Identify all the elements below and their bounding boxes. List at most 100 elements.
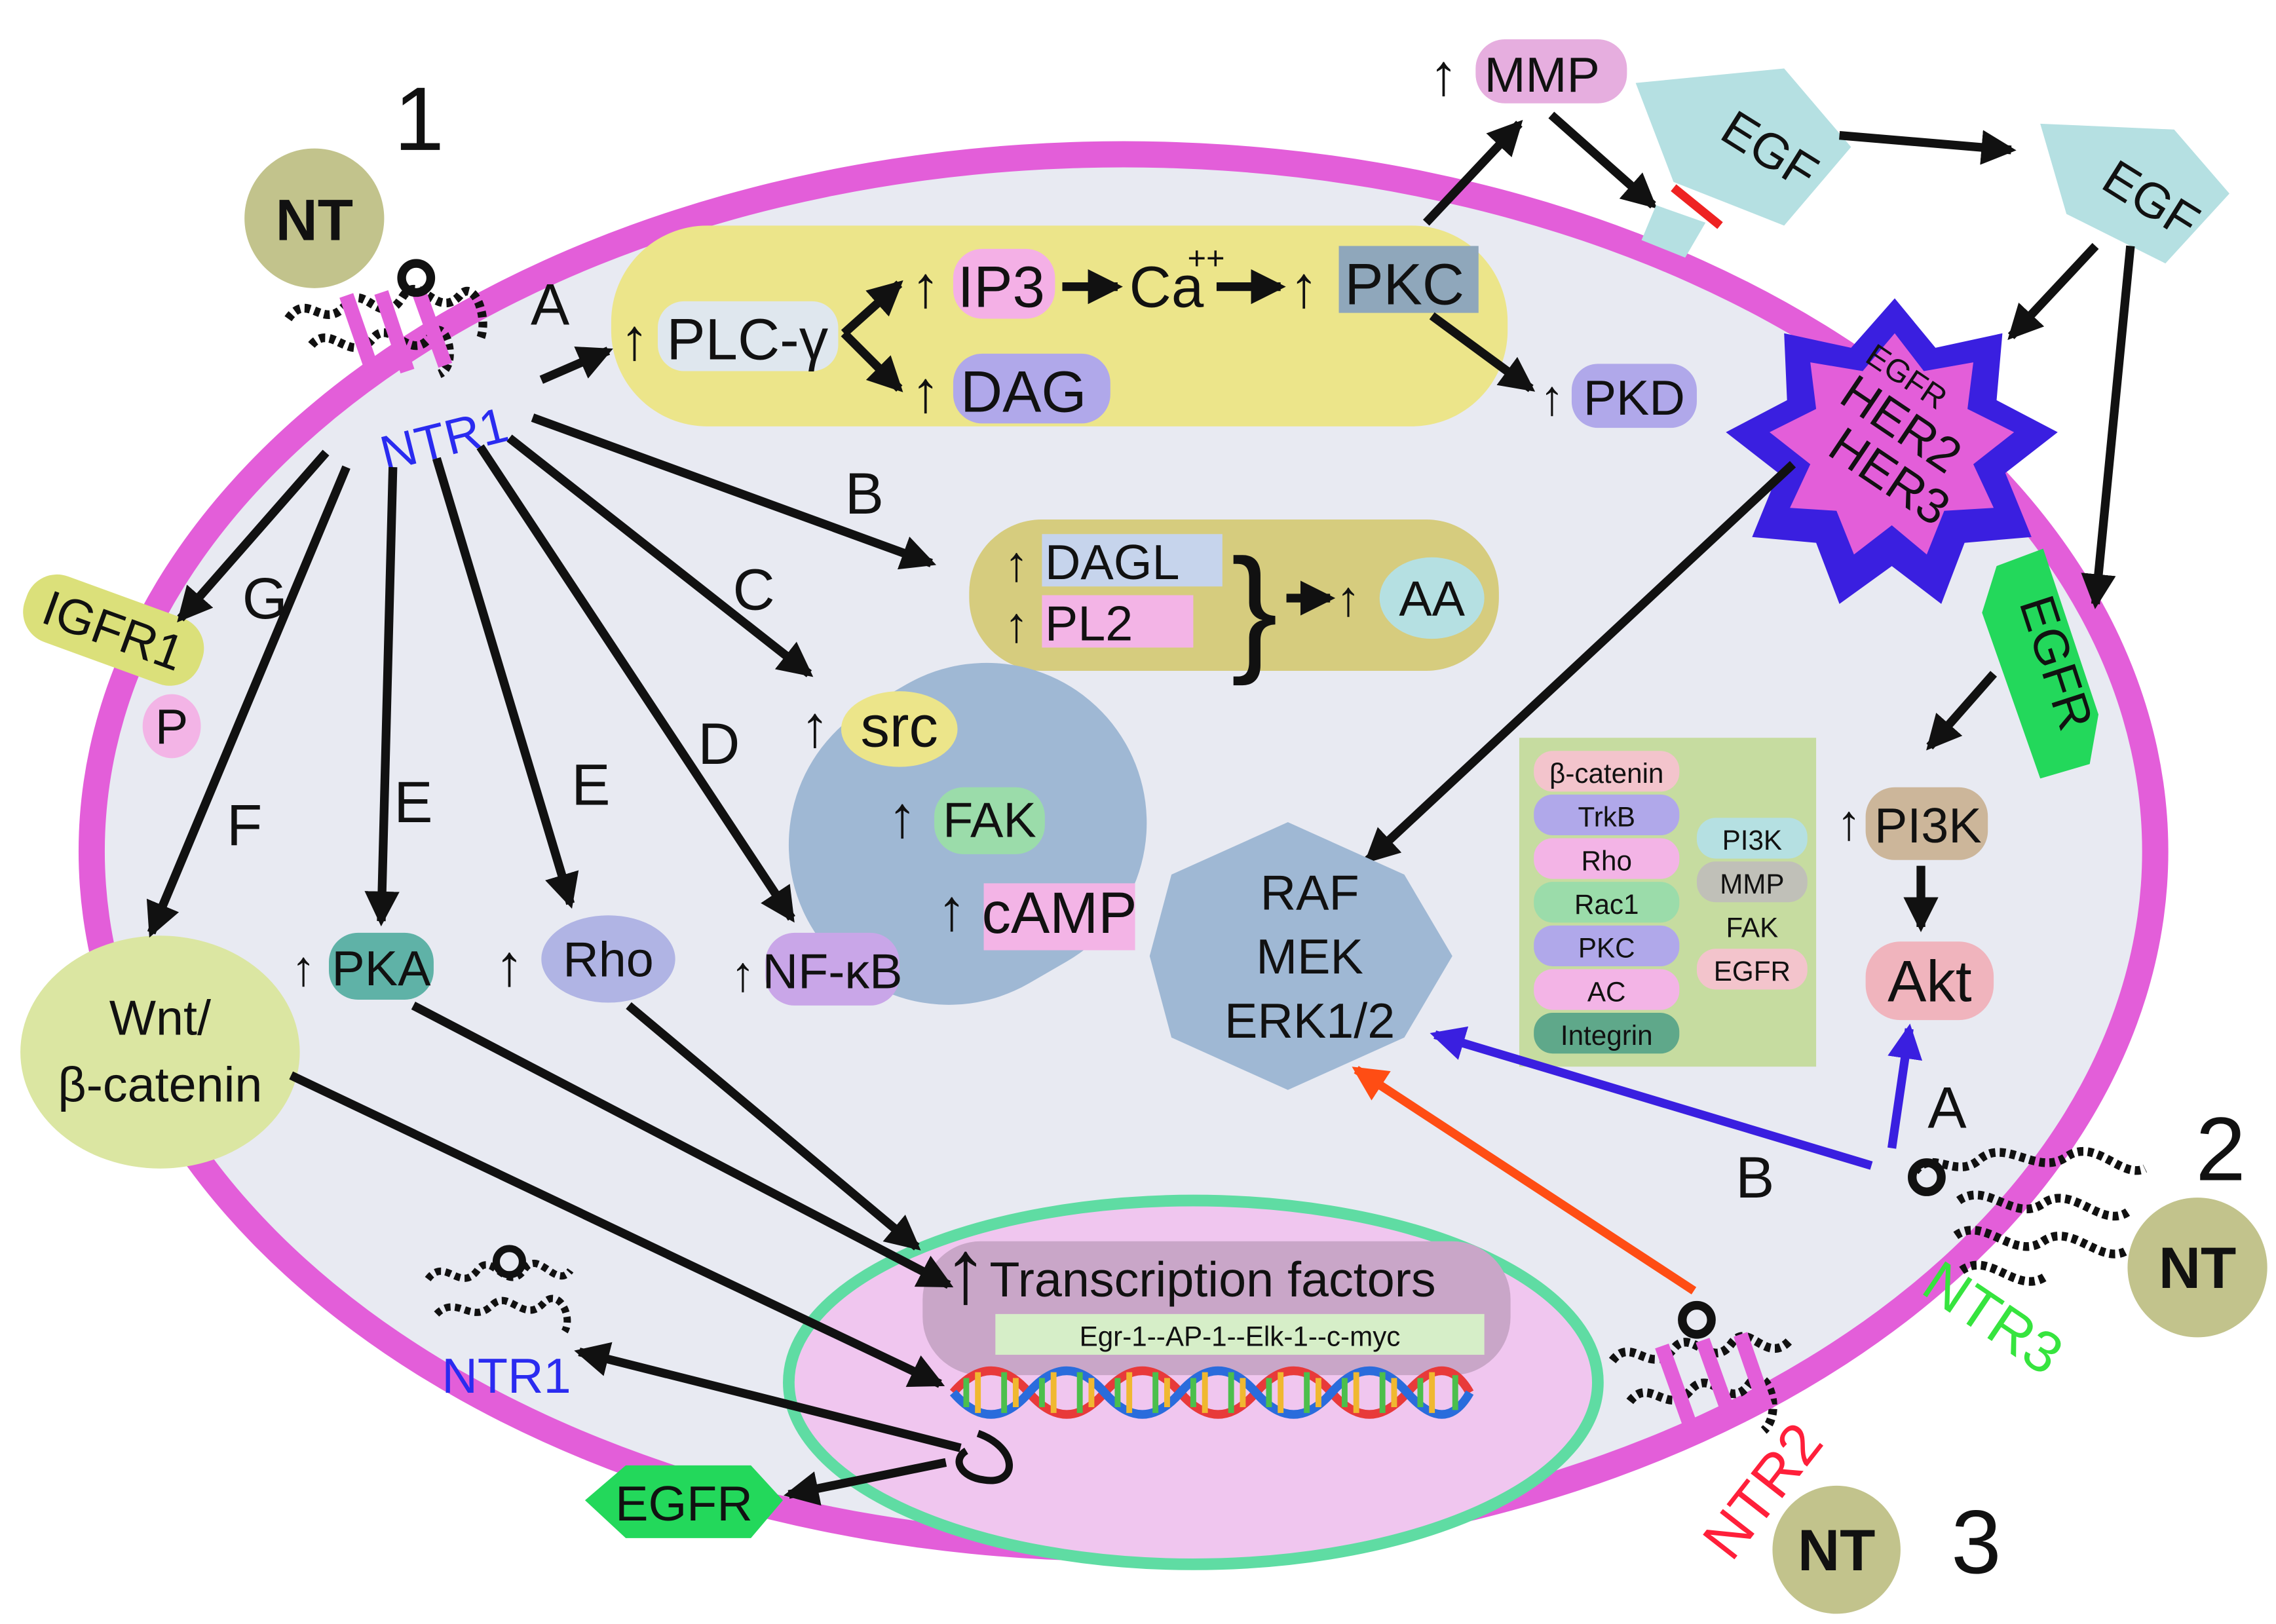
path-c-label: C — [733, 557, 775, 622]
dagl-up-arrow: ↑ — [1004, 537, 1029, 592]
effector-pill — [1534, 1013, 1680, 1054]
ip3-up-arrow: ↑ — [911, 255, 939, 320]
path-g-label: G — [242, 566, 288, 631]
effector-pill — [1534, 925, 1680, 966]
rho-box — [541, 915, 675, 1003]
receptor-number-3: 3 — [1951, 1492, 2001, 1593]
path-f-label: F — [227, 793, 262, 858]
nt-ligand-1 — [244, 148, 385, 288]
tf-list-box — [995, 1313, 1485, 1355]
pl2-label: PL2 — [1045, 596, 1133, 651]
raf-label: RAF — [1261, 865, 1359, 920]
akt-box — [1865, 941, 1994, 1021]
receptor-number-1: 1 — [394, 69, 444, 170]
effector-label: TrkB — [1578, 802, 1635, 833]
ntr3-receptor-icon — [1908, 1146, 2148, 1286]
nt-ligand-2 — [2127, 1198, 2267, 1338]
effector-label: AC — [1587, 976, 1626, 1007]
pi3k-up-arrow: ↑ — [1836, 796, 1861, 851]
src-label: src — [861, 694, 938, 759]
ip3-label: IP3 — [958, 255, 1045, 320]
path-d-label: D — [698, 711, 740, 776]
dag-up-arrow: ↑ — [911, 360, 939, 425]
transcription-factors-label: Transcription factors — [989, 1253, 1435, 1308]
nfkb-up-arrow: ↑ — [730, 947, 755, 1002]
effector-label: PI3K — [1722, 825, 1782, 856]
nt-label-2: NT — [2159, 1236, 2236, 1300]
egfr-new-receptor — [584, 1465, 784, 1538]
egfr-her-star: EGFR HER2 HER3 — [1726, 298, 2058, 604]
ntr1-receptor-icon — [284, 259, 487, 379]
nfkb-box — [765, 932, 900, 1006]
dagl-brace: } — [1231, 531, 1278, 687]
dag-label: DAG — [960, 360, 1087, 425]
effector-pill — [1534, 969, 1680, 1010]
effector-label: PKC — [1578, 933, 1635, 964]
mmp-box — [1475, 39, 1627, 104]
effector-label: Rac1 — [1574, 889, 1639, 920]
wnt-label-2: β-catenin — [58, 1058, 262, 1113]
pkd-up-arrow: ↑ — [1540, 371, 1565, 426]
rho-label: Rho — [563, 932, 654, 987]
erk-label: ERK1/2 — [1224, 994, 1395, 1049]
effector-pill — [1534, 794, 1680, 836]
camp-up-arrow: ↑ — [937, 877, 966, 942]
pka-up-arrow: ↑ — [291, 941, 316, 996]
effector-pill — [1534, 751, 1680, 792]
path-a-label-ntr1: A — [531, 272, 570, 337]
nt-label-1: NT — [276, 188, 353, 253]
igfr1-phospho-label: P — [155, 700, 188, 755]
path-b-label-ntr3: B — [1735, 1145, 1774, 1210]
gene-output-hook — [955, 1429, 1013, 1484]
dagl-label: DAGL — [1045, 535, 1180, 590]
pkd-label: PKD — [1584, 371, 1685, 426]
camp-label: cAMP — [982, 880, 1137, 945]
egfr-new-label: EGFR — [615, 1477, 753, 1532]
mmp-label: MMP — [1485, 48, 1600, 103]
pkc-label: PKC — [1344, 252, 1464, 316]
dna-helix-icon — [949, 1366, 1474, 1419]
tf-list: Egr-1--AP-1--Elk-1--c-myc — [1080, 1321, 1401, 1352]
pka-label: PKA — [332, 941, 431, 996]
pka-box — [328, 932, 434, 1000]
egf-free-ligand: EGF — [2040, 123, 2229, 264]
raf-mek-erk-star: RAF MEK ERK1/2 — [1149, 822, 1452, 1090]
src-up-arrow: ↑ — [801, 694, 829, 759]
camp-box — [983, 883, 1135, 951]
effector-pill — [1696, 818, 1808, 859]
pl2-box — [1042, 595, 1194, 648]
effector-label: Rho — [1582, 845, 1632, 876]
effector-pill — [1696, 949, 1808, 990]
fak-up-arrow: ↑ — [888, 784, 917, 849]
wnt-box — [20, 935, 300, 1169]
mek-label: MEK — [1256, 930, 1363, 985]
aa-label: AA — [1399, 572, 1465, 627]
nfkb-label: NF-κB — [763, 944, 903, 999]
igfr1-receptor: IGFR1 P — [23, 574, 204, 759]
fak-box — [934, 787, 1045, 854]
fak-label: FAK — [943, 793, 1036, 848]
pkc-up-arrow: ↑ — [1289, 255, 1318, 320]
ip3-box — [953, 248, 1055, 319]
plc-up-arrow: ↑ — [620, 307, 649, 372]
effector-label: EGFR — [1714, 956, 1791, 987]
path-b-label-ntr1: B — [845, 461, 884, 526]
nt-label-3: NT — [1798, 1518, 1875, 1583]
mmp-cleavage-mark — [1671, 184, 1723, 229]
effector-pill — [1696, 861, 1808, 903]
src-box — [841, 691, 958, 767]
path-a-label-ntr3: A — [1927, 1076, 1967, 1141]
effector-pill — [1534, 882, 1680, 923]
effector-pill — [1696, 905, 1808, 946]
aa-up-arrow: ↑ — [1336, 572, 1361, 627]
effector-label: FAK — [1726, 913, 1778, 943]
path-e-label-pka: E — [394, 770, 432, 835]
effector-pill — [1534, 838, 1680, 879]
tf-up-arrow: ↑ — [943, 1221, 988, 1322]
dagl-box — [1042, 534, 1223, 587]
dag-box — [953, 353, 1110, 424]
